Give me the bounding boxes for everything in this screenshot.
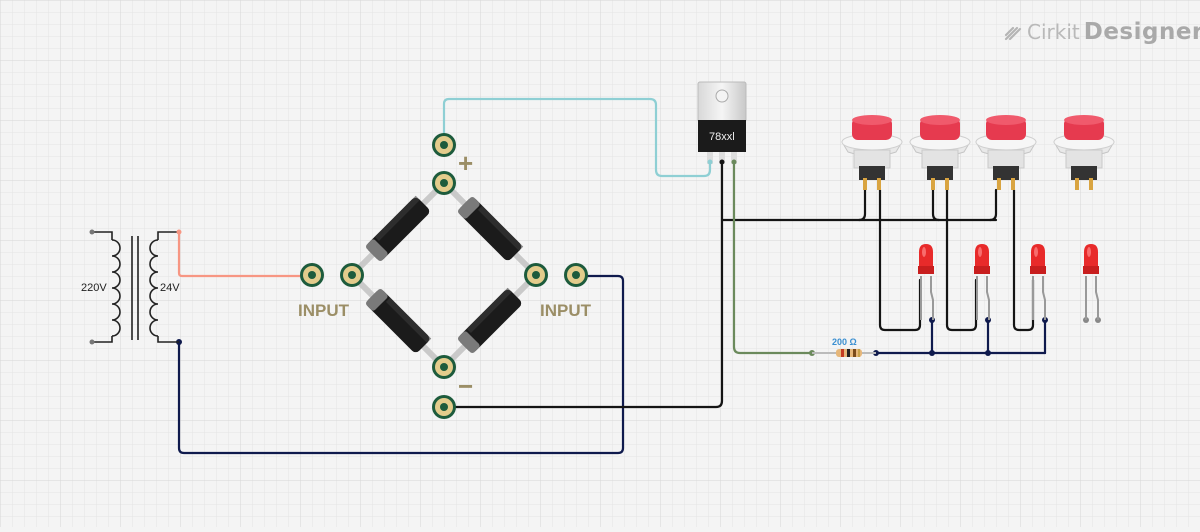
bridge-pad-left[interactable] xyxy=(340,263,364,287)
push-button-1[interactable] xyxy=(841,115,903,190)
bridge-pad-plus-outer[interactable] xyxy=(432,133,456,157)
regulator-label: 78xxl xyxy=(709,131,735,143)
wire-button-3-to-led-3[interactable] xyxy=(1012,188,1035,332)
wire-bridge-minus-to-regulator[interactable] xyxy=(442,160,724,409)
bridge-minus-symbol: − xyxy=(458,371,473,401)
wire-transformer-to-input-left[interactable] xyxy=(177,230,314,278)
wire-transformer-to-input-right[interactable] xyxy=(177,274,625,455)
diode-4[interactable] xyxy=(457,287,523,354)
wire-junctions xyxy=(176,273,1101,356)
voltage-regulator[interactable] xyxy=(697,81,747,165)
transformer-primary-label: 220V xyxy=(81,282,107,294)
led-2[interactable] xyxy=(974,244,990,320)
push-button-4[interactable] xyxy=(1053,115,1115,190)
wire-ground-to-button-2[interactable] xyxy=(931,188,941,222)
brand-name-light: Cirkit xyxy=(1027,20,1080,44)
wire-button-2-to-led-2[interactable] xyxy=(945,188,978,332)
resistor-label: 200 Ω xyxy=(832,337,857,347)
wire-bridge-plus-to-regulator[interactable] xyxy=(442,97,712,178)
bridge-pad-plus[interactable] xyxy=(432,171,456,195)
diode-3[interactable] xyxy=(365,288,432,354)
wire-regulator-to-resistor[interactable] xyxy=(732,160,814,355)
brand-name-bold: Designer xyxy=(1083,19,1200,45)
bridge-pad-minus-outer[interactable] xyxy=(432,395,456,419)
led-4[interactable] xyxy=(1083,244,1099,320)
bridge-plus-symbol: + xyxy=(458,148,473,178)
wire-button-1-to-led-1[interactable] xyxy=(878,188,922,332)
bridge-pad-right-outer[interactable] xyxy=(564,263,588,287)
led-1[interactable] xyxy=(918,244,934,320)
bridge-input-right-label: INPUT xyxy=(540,301,592,320)
diode-1[interactable] xyxy=(365,195,431,262)
push-button-3[interactable] xyxy=(975,115,1037,190)
bridge-rectifier[interactable] xyxy=(300,133,588,419)
transformer-secondary-label: 24V xyxy=(160,282,180,294)
brand-logo: Cirkit Designer xyxy=(1003,18,1200,46)
bridge-pad-left-outer[interactable] xyxy=(300,263,324,287)
bridge-input-left-label: INPUT xyxy=(298,301,350,320)
diode-2[interactable] xyxy=(457,196,524,262)
wire-ground-to-button-3[interactable] xyxy=(988,188,998,222)
cirkit-logo-icon xyxy=(1004,26,1022,41)
resistor[interactable] xyxy=(812,349,876,357)
led-3[interactable] xyxy=(1030,244,1046,320)
wire-ground-to-button-1[interactable] xyxy=(857,188,867,222)
transformer[interactable] xyxy=(89,229,182,345)
push-button-2[interactable] xyxy=(909,115,971,190)
bridge-pad-minus[interactable] xyxy=(432,355,456,379)
bridge-pad-right[interactable] xyxy=(524,263,548,287)
